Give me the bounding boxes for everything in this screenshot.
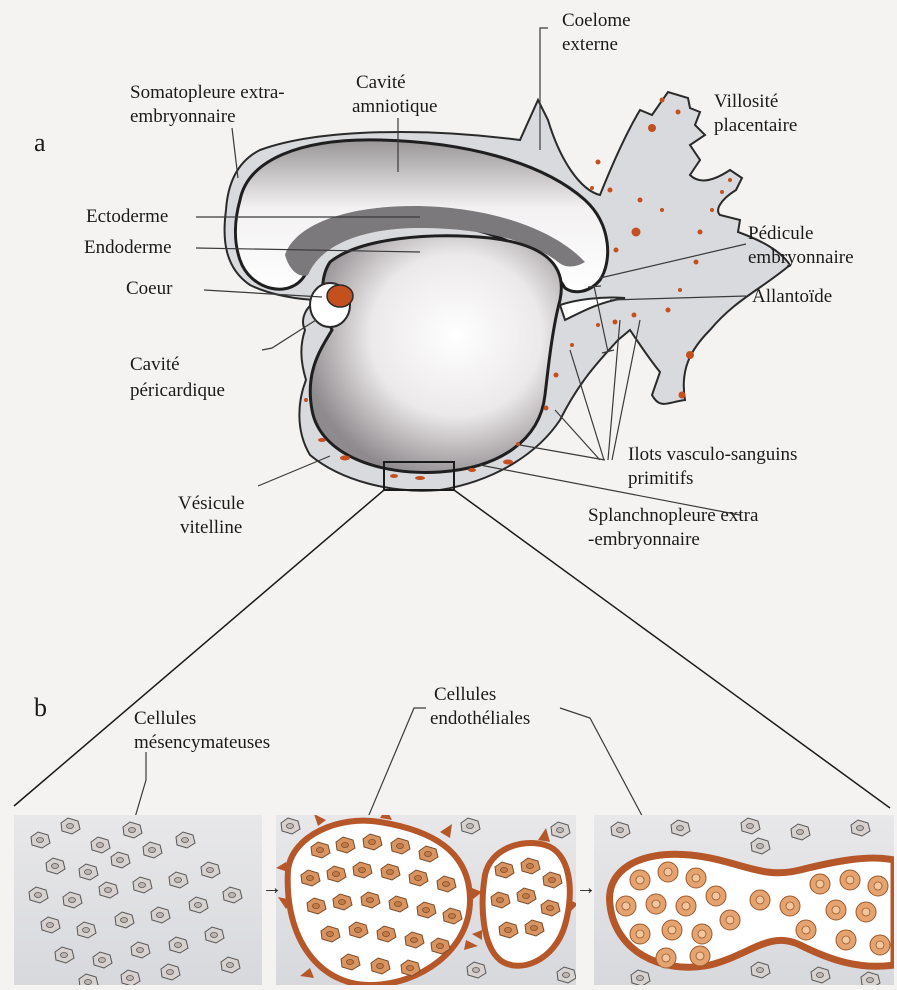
label-endoderme: Endoderme (84, 237, 172, 258)
blood-cell (840, 870, 860, 890)
label-pedicule-2: embryonnaire (748, 247, 854, 268)
blood-cell (868, 876, 888, 896)
label-endothelial-2: endothéliales (430, 708, 530, 729)
label-coelome-2: externe (562, 34, 618, 55)
blood-cell (630, 870, 650, 890)
label-somatopleure-2: embryonnaire (130, 106, 236, 127)
blood-cell (796, 920, 816, 940)
blood-cell (686, 868, 706, 888)
blood-cell (706, 886, 726, 906)
blood-cell (692, 924, 712, 944)
label-ilots-1: Ilots vasculo-sanguins (628, 444, 797, 465)
label-splanchnopleure-2: -embryonnaire (588, 529, 700, 550)
label-coeur: Coeur (126, 278, 173, 299)
label-coelome-1: Coelome (562, 10, 631, 31)
label-pedicule-1: Pédicule (748, 223, 813, 244)
blood-cell (826, 900, 846, 920)
blood-cell (646, 894, 666, 914)
label-amnio-1: Cavité (356, 72, 406, 93)
label-mesenchyme-2: mésencymateuses (134, 732, 270, 753)
blood-cell (656, 948, 676, 968)
blood-cell (720, 910, 740, 930)
blood-cell (690, 946, 710, 966)
blood-cell (616, 896, 636, 916)
label-ilots-2: primitifs (628, 468, 693, 489)
blood-cell (658, 862, 678, 882)
blood-cell (856, 902, 876, 922)
label-mesenchyme-1: Cellules (134, 708, 196, 729)
label-endothelial-1: Cellules (434, 684, 496, 705)
label-vesicule-2: vitelline (180, 517, 242, 538)
panel-a-letter: a (34, 128, 46, 157)
label-pericardique-2: péricardique (130, 380, 225, 401)
label-ectoderme: Ectoderme (86, 206, 168, 227)
label-somatopleure-1: Somatopleure extra- (130, 82, 285, 103)
blood-cell (836, 930, 856, 950)
label-splanchnopleure-1: Splanchnopleure extra (588, 505, 759, 526)
blood-cell (676, 896, 696, 916)
label-amnio-2: amniotique (352, 96, 437, 117)
label-allantoide: Allantoïde (752, 286, 832, 307)
label-villosite-1: Villosité (714, 91, 778, 112)
blood-cell (750, 890, 770, 910)
heart (327, 285, 353, 307)
yolk-sac (310, 236, 561, 473)
arrow-1-icon: → (262, 877, 282, 899)
blood-cell (780, 896, 800, 916)
label-pericardique-1: Cavité (130, 354, 180, 375)
label-villosite-2: placentaire (714, 115, 797, 136)
blood-cell (810, 874, 830, 894)
label-vesicule-1: Vésicule (178, 493, 244, 514)
panel-b-letter: b (34, 693, 47, 722)
blood-cell (630, 924, 650, 944)
blood-cell (662, 920, 682, 940)
blood-cell (870, 935, 890, 955)
arrow-2-icon: → (576, 877, 596, 899)
